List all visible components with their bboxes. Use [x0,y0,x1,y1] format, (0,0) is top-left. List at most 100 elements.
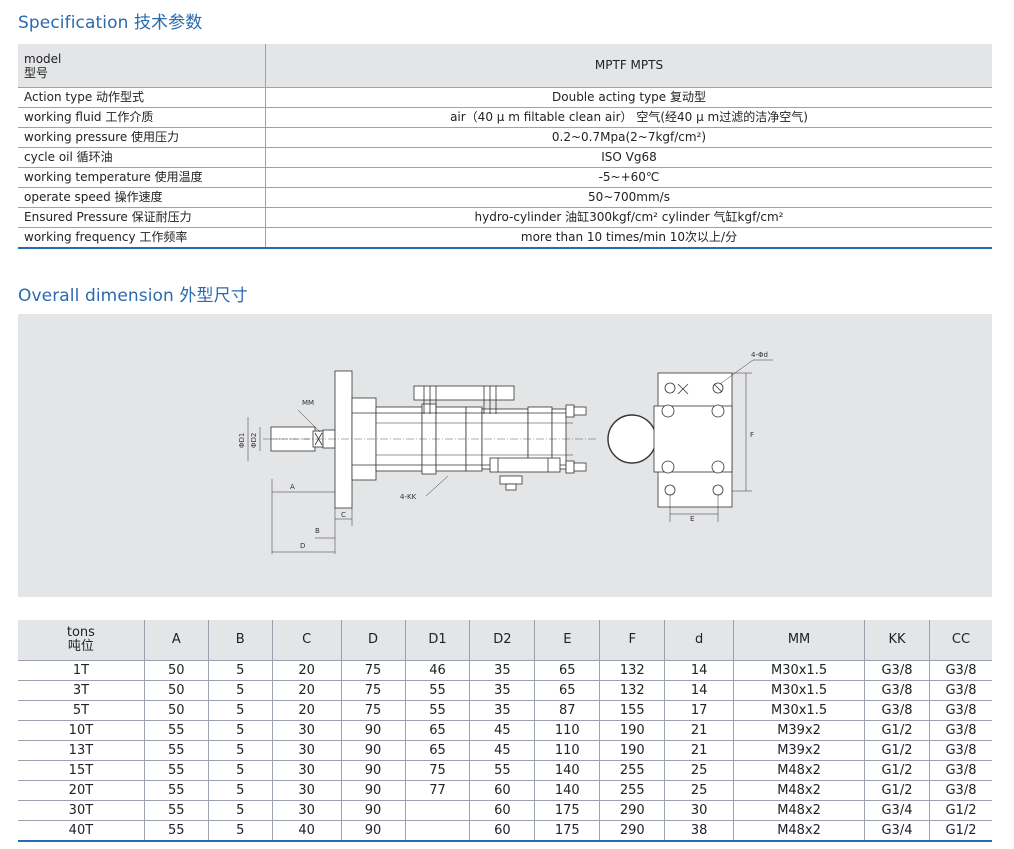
table-cell: 55 [469,760,535,781]
table-cell: 40T [18,820,145,842]
table-cell: 65 [534,660,600,681]
table-cell: 55 [143,780,209,801]
table-cell: M48x2 [733,780,865,801]
table-cell: 5T [18,700,145,721]
spec-value: 0.2~0.7Mpa(2~7kgf/cm²) [265,127,992,148]
table-cell: 132 [599,660,665,681]
table-cell: 75 [404,760,470,781]
tons-header: tons 吨位 [18,620,145,661]
table-cell [404,800,470,821]
table-cell: 35 [469,680,535,701]
column-header-d1: D1 [404,620,470,661]
spec-label: Ensured Pressure 保证耐压力 [18,207,266,228]
table-cell: G3/8 [928,760,992,781]
table-cell: 75 [340,680,405,701]
table-cell: G3/8 [928,720,992,741]
table-cell [404,820,470,842]
table-cell: 90 [340,760,405,781]
table-cell: G3/8 [928,740,992,761]
table-cell: G1/2 [864,780,930,801]
table-cell: G3/8 [928,700,992,721]
table-cell: 55 [143,740,209,761]
table-cell: 25 [664,760,734,781]
label-hole: 4-Φd [751,351,768,359]
table-cell: 90 [340,820,405,842]
spec-header-label: model 型号 [18,44,266,88]
table-cell: 75 [340,660,405,681]
table-cell: 45 [469,740,535,761]
table-cell: 5 [207,760,273,781]
table-cell: 35 [469,700,535,721]
table-cell: G3/8 [864,680,930,701]
table-cell: M30x1.5 [733,660,865,681]
table-cell: 77 [404,780,470,801]
table-cell: 65 [404,720,470,741]
table-cell: M48x2 [733,820,865,842]
spec-label: Action type 动作型式 [18,87,266,108]
label-phi-d1: ΦD1 [238,433,246,448]
table-cell: 55 [143,820,209,842]
spec-label: operate speed 操作速度 [18,187,266,208]
column-header-c: C [271,620,342,661]
table-cell: 55 [143,760,209,781]
table-cell: 140 [534,780,600,801]
table-cell: 290 [599,800,665,821]
table-cell: G3/8 [928,660,992,681]
dimension-section-title: Overall dimension 外型尺寸 [18,286,248,306]
table-cell: M30x1.5 [733,680,865,701]
table-cell: 110 [534,740,600,761]
table-cell: 13T [18,740,145,761]
side-view [247,370,598,554]
table-cell: 3T [18,680,145,701]
table-cell: M39x2 [733,720,865,741]
table-cell: M48x2 [733,760,865,781]
table-cell: 20T [18,780,145,801]
table-cell: 255 [599,760,665,781]
model-label-en: model [24,51,62,66]
table-cell: 60 [469,820,535,842]
spec-value: air（40 μ m filtable clean air） 空气(经40 μ … [265,107,992,128]
table-cell: 25 [664,780,734,801]
table-cell: 35 [469,660,535,681]
column-header-e: E [534,620,600,661]
table-cell: 30 [271,780,342,801]
spec-label: working frequency 工作频率 [18,227,266,249]
table-cell: 140 [534,760,600,781]
table-cell: 87 [534,700,600,721]
table-cell: 30 [271,800,342,821]
table-cell: G3/8 [864,660,930,681]
table-cell: 30 [664,800,734,821]
table-cell: 50 [143,680,209,701]
table-cell: 14 [664,660,734,681]
spec-row: working temperature 使用温度-5~+60℃ [18,167,992,188]
spec-value: 50~700mm/s [265,187,992,208]
table-cell: 30 [271,760,342,781]
column-header-d: D [340,620,405,661]
table-cell: 90 [340,800,405,821]
table-cell: 175 [534,820,600,842]
label-a: A [290,483,295,491]
model-value: MPTF MPTS [265,44,992,88]
table-cell: 110 [534,720,600,741]
column-header-d2: D2 [469,620,535,661]
label-b: B [315,527,320,535]
table-cell: 55 [404,700,470,721]
table-cell: 75 [340,700,405,721]
table-cell: G1/2 [864,720,930,741]
table-cell: 1T [18,660,145,681]
table-cell: 5 [207,780,273,801]
spec-label: working pressure 使用压力 [18,127,266,148]
spec-value: more than 10 times/min 10次以上/分 [265,227,992,249]
spec-value: ISO Vg68 [265,147,992,168]
table-cell: 5 [207,740,273,761]
table-cell: G1/2 [928,820,992,842]
